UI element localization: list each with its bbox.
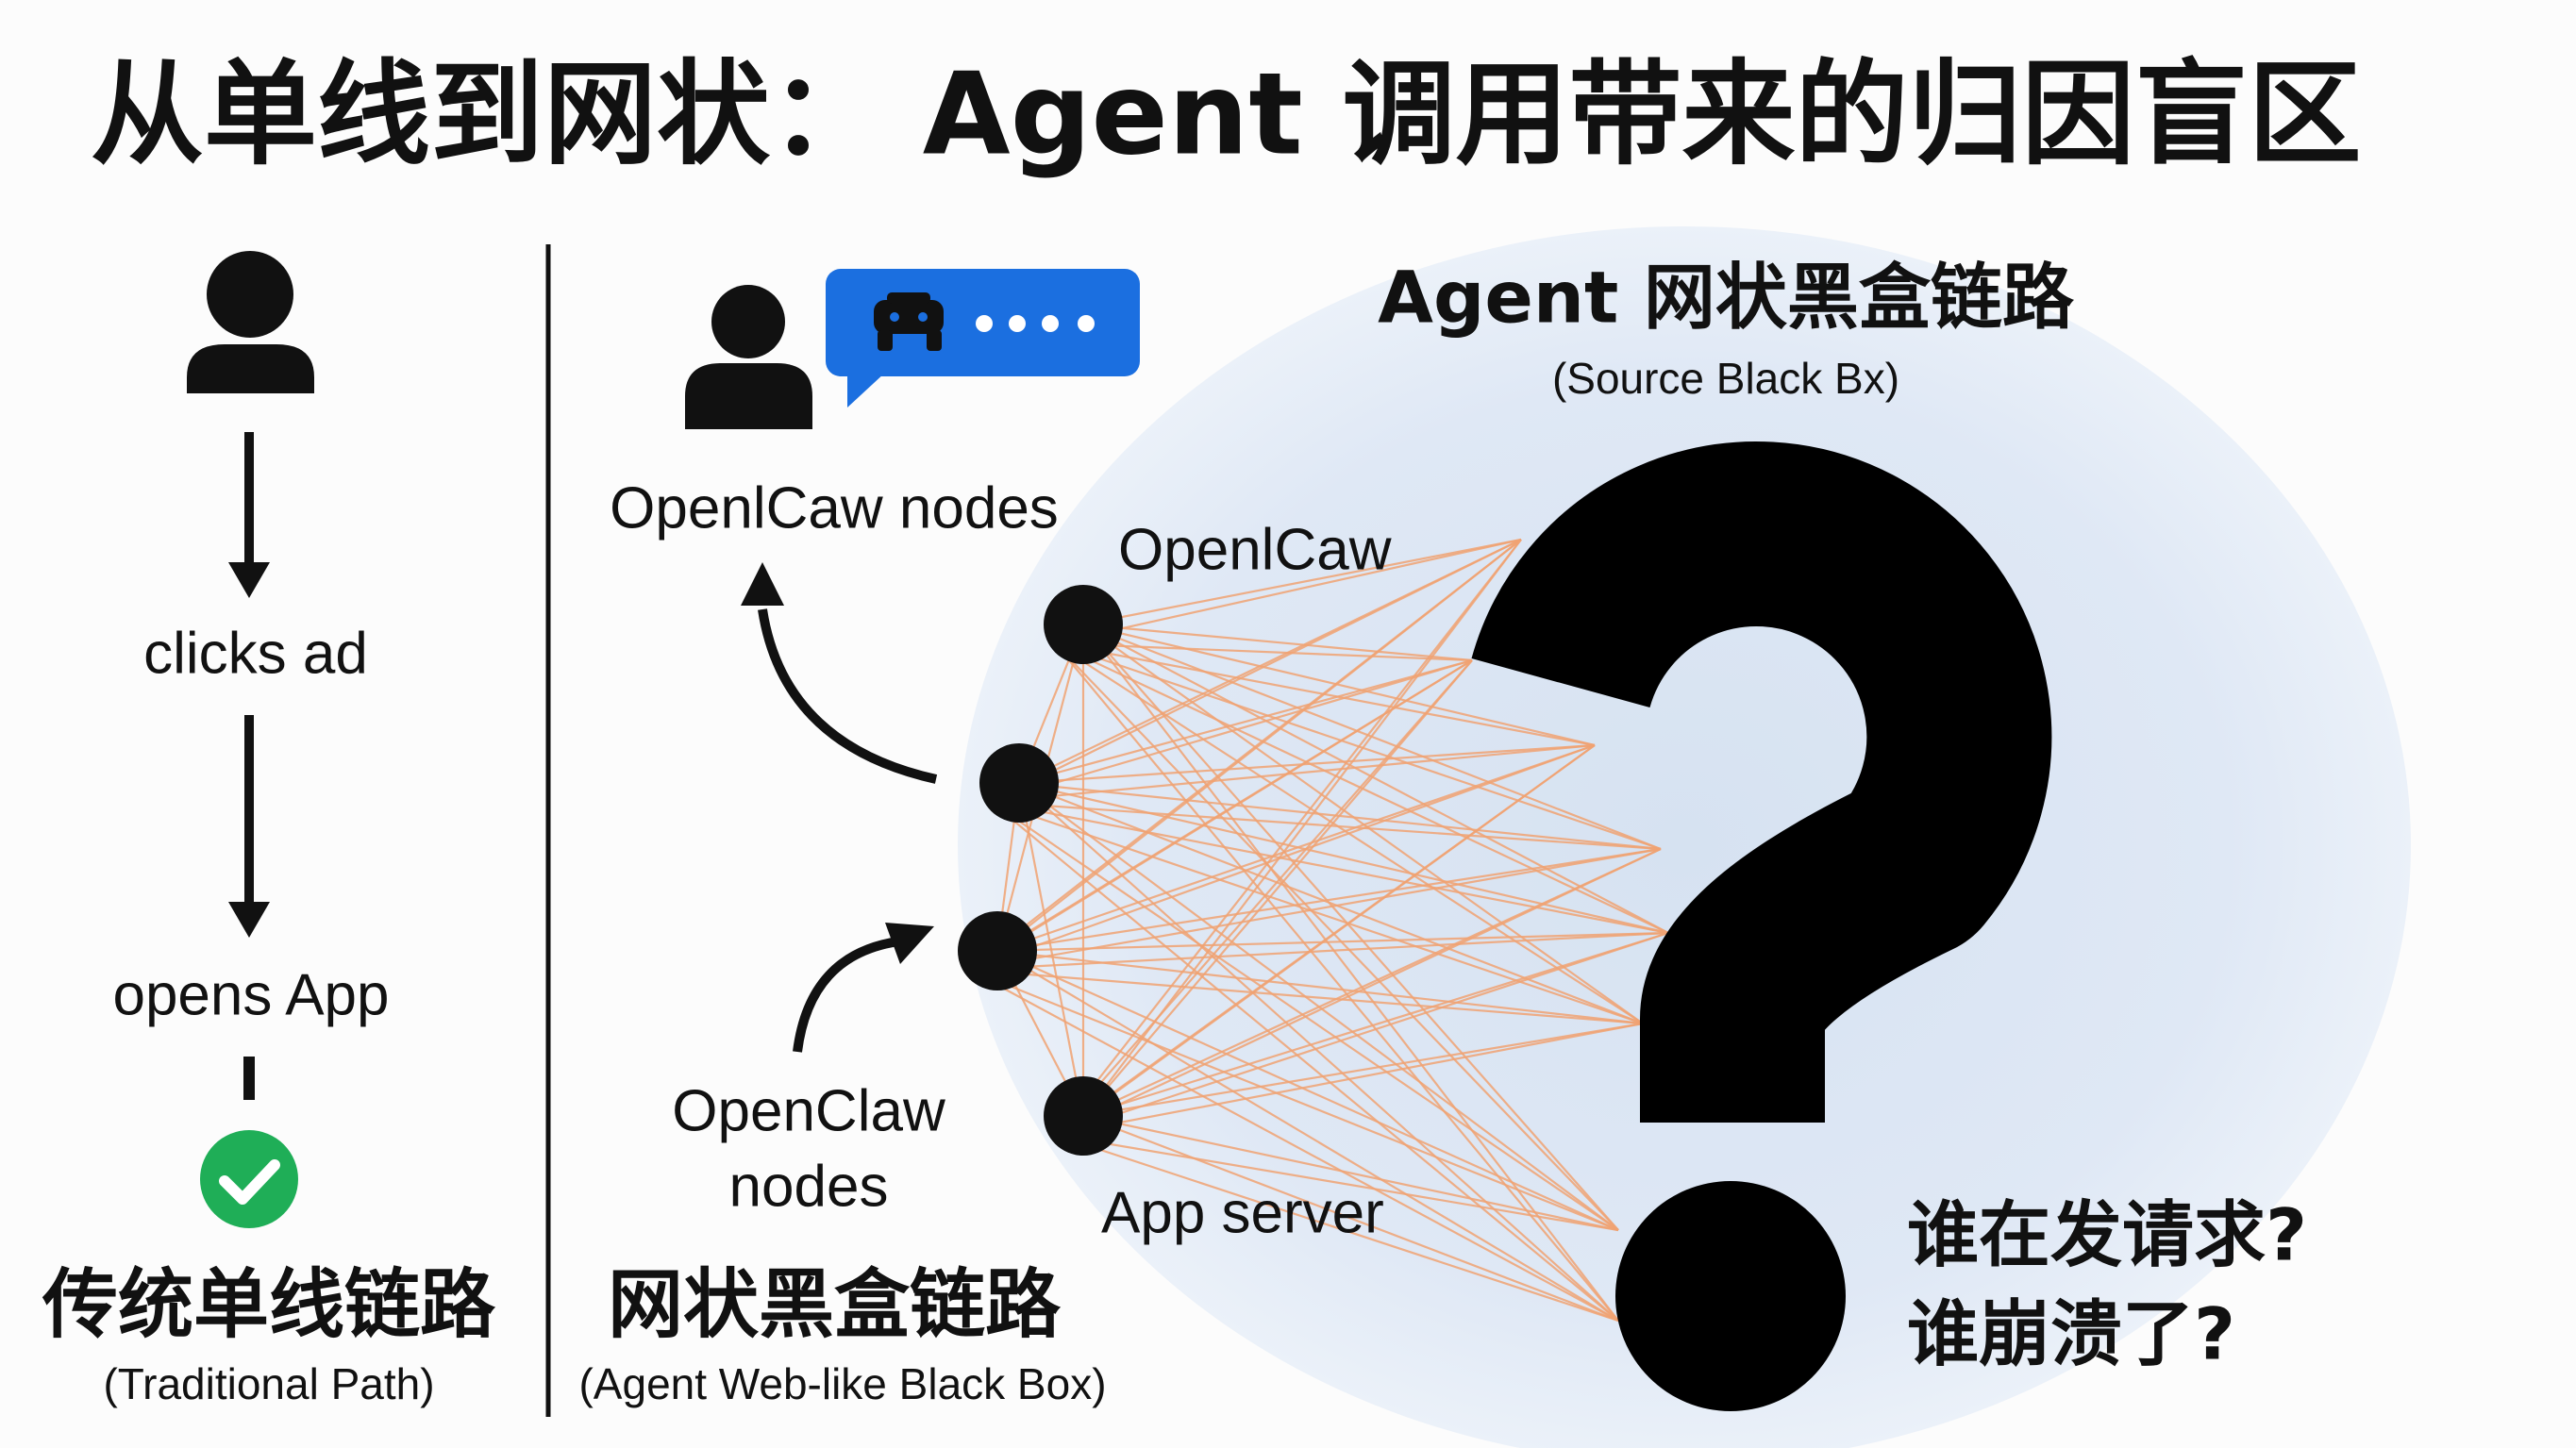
connection-line: [1082, 538, 1522, 626]
nodes-label-bottom-line1: OpenClaw: [672, 1079, 945, 1144]
node-label-bottom: App server: [1101, 1181, 1384, 1246]
step-opens-app: opens App: [112, 963, 389, 1028]
connection-line: [990, 800, 1669, 935]
connection-line: [968, 539, 1522, 971]
connection-line: [968, 931, 1669, 972]
connection-line: [996, 949, 1619, 1232]
chat-bubble-icon: [826, 269, 1140, 408]
connection-line: [990, 801, 1619, 1322]
connection-lines: [968, 538, 1669, 1323]
connection-line: [990, 743, 1596, 804]
connection-line: [996, 950, 1619, 1322]
network-node: [1044, 1076, 1123, 1156]
connection-line: [968, 659, 1473, 971]
connection-line: [1054, 848, 1662, 1136]
arrow-down-icon: [228, 432, 270, 598]
connection-line: [990, 658, 1473, 804]
traditional-path-panel: clicks ad opens App 传统单线链路 (Traditional …: [42, 251, 496, 1408]
agent-web-label: 网状黑盒链路: [608, 1261, 1062, 1349]
agent-web-heading: Agent 网状黑盒链路: [1378, 256, 2075, 340]
connection-line: [968, 969, 1619, 1322]
network-node: [979, 743, 1059, 823]
connection-line: [1082, 931, 1669, 1118]
connection-line: [1054, 1133, 1619, 1232]
curved-arrow-up-icon: [741, 562, 938, 784]
connection-line: [1017, 782, 1085, 1117]
connection-line: [1082, 1022, 1644, 1118]
nodes-label-bottom-line2: nodes: [729, 1155, 889, 1220]
robot-icon: [874, 292, 944, 351]
connection-line: [1054, 539, 1522, 1136]
question-mark-icon: [1471, 441, 2052, 1411]
connection-line: [1082, 624, 1669, 934]
user-icon: [187, 251, 314, 393]
connection-line: [1054, 641, 1473, 662]
connection-line: [990, 800, 1644, 1025]
connection-line: [996, 847, 1662, 953]
connection-line: [1018, 781, 1669, 935]
connection-line: [1054, 1133, 1619, 1323]
connection-line: [1082, 1114, 1619, 1323]
network-node: [1044, 585, 1123, 664]
connection-line: [1082, 1114, 1619, 1232]
traditional-path-sublabel: (Traditional Path): [103, 1359, 434, 1408]
connection-line: [968, 847, 1662, 972]
arrow-down-icon: [228, 715, 270, 938]
connection-line: [1018, 743, 1596, 785]
page-title: 从单线到网状： Agent 调用带来的归因盲区: [91, 50, 2362, 181]
connection-line: [1054, 659, 1473, 1136]
node-label-top: OpenlCaw: [1118, 518, 1392, 583]
connection-line: [996, 743, 1596, 953]
connection-line: [968, 743, 1596, 972]
agent-web-sublabel: (Agent Web-like Black Box): [578, 1359, 1106, 1408]
connection-line: [996, 931, 1669, 953]
nodes-label-top: OpenlCaw nodes: [610, 476, 1059, 541]
connection-line: [1082, 623, 1473, 662]
step-clicks-ad: clicks ad: [143, 622, 368, 687]
network-node: [958, 911, 1037, 990]
connection-line: [968, 968, 1644, 1025]
connection-line: [1054, 642, 1669, 934]
question-who-crashed: 谁崩溃了?: [1907, 1292, 2235, 1376]
connection-line: [1054, 538, 1522, 645]
connection-line: [1018, 782, 1619, 1322]
connection-line: [990, 539, 1522, 803]
connection-line: [968, 968, 1619, 1232]
connection-line: [1082, 624, 1619, 1231]
connection-line: [1054, 641, 1662, 851]
question-who-requests: 谁在发请求?: [1907, 1193, 2307, 1277]
connection-line: [1018, 658, 1473, 785]
connection-line: [1018, 781, 1644, 1025]
agent-web-panel: Agent 网状黑盒链路 (Source Black Bx): [578, 226, 2411, 1448]
network-nodes: [958, 585, 1123, 1156]
connection-line: [1082, 659, 1473, 1117]
connection-line: [1054, 641, 1596, 747]
agent-web-subheading: (Source Black Bx): [1552, 354, 1899, 403]
connection-line: [1054, 931, 1669, 1137]
check-circle-icon: [200, 1130, 298, 1228]
traditional-path-label: 传统单线链路: [42, 1261, 496, 1349]
user-icon: [685, 285, 812, 429]
connection-line: [1054, 642, 1619, 1231]
connection-line: [1082, 623, 1596, 747]
curved-arrow-right-icon: [793, 923, 934, 1053]
connection-line: [1054, 1022, 1644, 1137]
connection-line: [1054, 744, 1596, 1136]
typing-dots: [976, 315, 1095, 332]
